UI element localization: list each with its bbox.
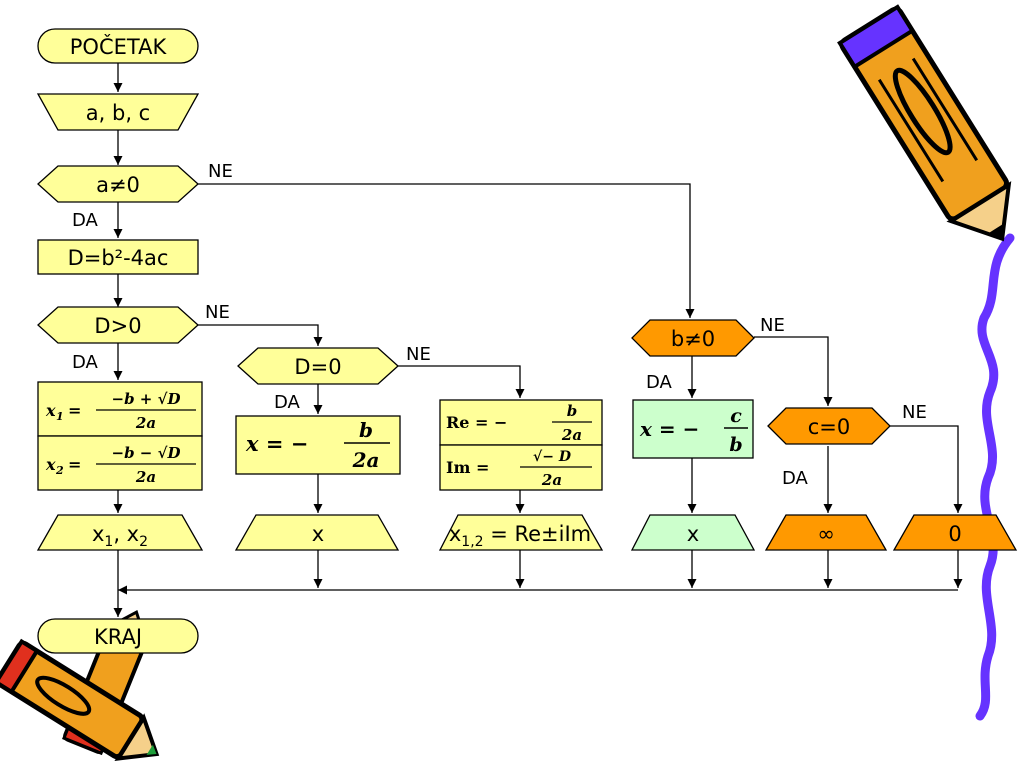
svg-text:a≠0: a≠0 (96, 173, 140, 197)
svg-text:−b + √D: −b + √D (112, 390, 181, 408)
svg-text:b: b (729, 434, 742, 456)
svg-text:x = −: x = − (245, 431, 308, 456)
svg-text:b≠0: b≠0 (671, 327, 715, 351)
decision-d-positive: D>0 (37, 306, 199, 344)
formula-complex: Re = − b 2a Im = √− D 2a (439, 399, 603, 491)
label-yes-d-positive: DA (72, 352, 99, 373)
output-infinity: ∞ (764, 514, 888, 551)
svg-text:=: = (68, 401, 81, 420)
svg-text:2a: 2a (352, 448, 380, 472)
start-node: POČETAK (37, 28, 199, 64)
decision-a-not-zero: a≠0 (37, 165, 199, 203)
svg-text:2: 2 (55, 464, 64, 477)
input-node: a, b, c (36, 93, 200, 131)
svg-text:c: c (730, 405, 742, 427)
formula-linear: x = − c b (632, 399, 754, 459)
svg-text:D=b²-4ac: D=b²-4ac (68, 246, 169, 270)
svg-text:x: x (312, 522, 324, 546)
wavy-line (975, 233, 1015, 721)
output-zero: 0 (892, 514, 1018, 551)
label-no-d-zero: NE (406, 344, 431, 365)
svg-text:POČETAK: POČETAK (70, 34, 168, 59)
svg-text:Im =: Im = (446, 458, 489, 477)
output-complex: x1,2 = Re±iIm (438, 514, 604, 551)
decision-b-not-zero: b≠0 (631, 319, 755, 357)
svg-text:x1, x2: x1, x2 (92, 522, 148, 550)
svg-text:D=0: D=0 (294, 355, 341, 379)
discriminant-node: D=b²-4ac (37, 239, 199, 275)
svg-text:D>0: D>0 (94, 314, 141, 338)
svg-text:2a: 2a (135, 414, 156, 432)
decision-c-zero: c=0 (767, 407, 891, 445)
svg-text:2a: 2a (135, 468, 156, 486)
svg-text:KRAJ: KRAJ (94, 625, 142, 649)
svg-text:x: x (687, 522, 699, 546)
svg-text:1: 1 (56, 410, 64, 423)
formula-double-root: x = − b 2a (235, 415, 401, 475)
svg-text:Re = −: Re = − (446, 413, 507, 432)
label-no-c: NE (902, 402, 927, 423)
svg-text:x: x (45, 401, 56, 420)
svg-text:0: 0 (948, 522, 961, 546)
end-node: KRAJ (37, 618, 199, 654)
svg-text:2a: 2a (541, 471, 562, 489)
connectors (113, 63, 963, 617)
svg-text:x = −: x = − (639, 417, 699, 441)
svg-text:b: b (567, 402, 578, 420)
output-x1-x2: x1, x2 (36, 514, 204, 551)
svg-text:−b − √D: −b − √D (112, 444, 181, 462)
svg-text:2a: 2a (561, 426, 582, 444)
svg-text:√− D: √− D (533, 449, 572, 465)
label-yes-a: DA (72, 210, 99, 231)
label-yes-c: DA (782, 468, 809, 489)
formula-two-roots: x 1 = −b + √D 2a x 2 = −b − √D 2a (37, 381, 203, 491)
label-no-b: NE (760, 315, 785, 336)
output-x-linear: x (630, 514, 756, 551)
label-yes-b: DA (646, 372, 673, 393)
svg-text:b: b (359, 418, 373, 442)
svg-text:c=0: c=0 (808, 415, 851, 439)
label-yes-d-zero: DA (274, 392, 301, 413)
svg-text:x: x (45, 455, 56, 474)
svg-text:∞: ∞ (817, 522, 835, 546)
svg-text:a, b, c: a, b, c (86, 101, 150, 125)
svg-text:x1,2 = Re±iIm: x1,2 = Re±iIm (449, 522, 591, 550)
pencil-top-right-icon (837, 4, 1012, 242)
decision-d-zero: D=0 (237, 347, 399, 385)
output-x-double: x (234, 514, 400, 551)
svg-text:=: = (68, 455, 81, 474)
label-no-d-positive: NE (205, 302, 230, 323)
label-no-a: NE (208, 161, 233, 182)
